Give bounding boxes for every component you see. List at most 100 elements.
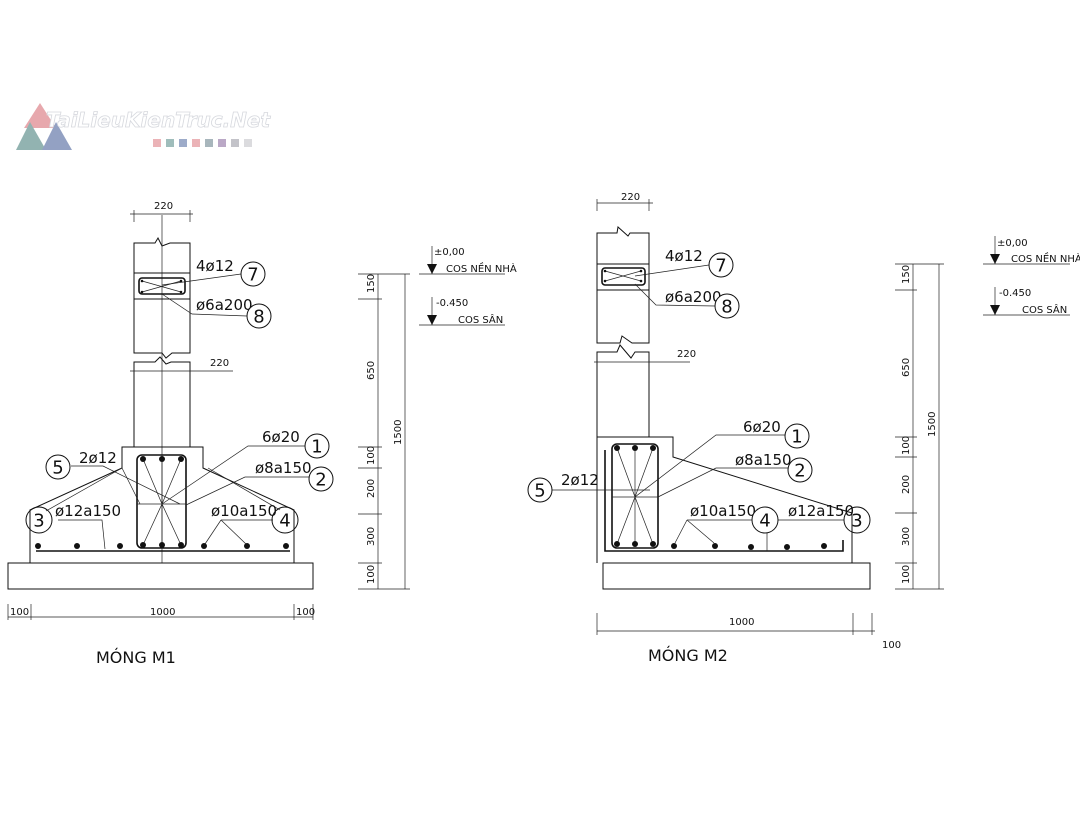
marker-5: 5	[45, 454, 71, 480]
svg-text:COS NỀN NHÀ: COS NỀN NHÀ	[1011, 251, 1080, 265]
svg-text:100: 100	[296, 607, 315, 618]
label-bottom-bars-x: ø12a150	[55, 502, 121, 520]
svg-text:7: 7	[247, 265, 258, 286]
svg-text:2: 2	[794, 461, 805, 482]
lean-concrete-base	[602, 562, 871, 590]
svg-text:±0,00: ±0,00	[997, 238, 1028, 249]
marker-7: 7	[240, 261, 266, 287]
label-main-bars: 6ø20	[743, 418, 781, 436]
svg-text:5: 5	[52, 458, 63, 479]
brick-column	[596, 226, 650, 438]
marker-2: 2	[308, 466, 334, 492]
marker-1: 1	[304, 433, 330, 459]
svg-text:150: 150	[901, 265, 912, 284]
foundation-m2: 220 220	[527, 192, 1080, 665]
column-width-dim-top: 220	[596, 192, 653, 211]
svg-text:650: 650	[901, 358, 912, 377]
svg-text:220: 220	[154, 201, 173, 212]
leader-lines	[45, 273, 309, 550]
marker-4: 4	[751, 506, 779, 534]
svg-text:3: 3	[851, 511, 862, 532]
marker-8: 8	[714, 293, 740, 319]
label-beam-main-bars: 4ø12	[196, 257, 234, 275]
label-stirrups: ø8a150	[255, 459, 312, 477]
label-waist-bars: 2ø12	[79, 449, 117, 467]
marker-4: 4	[271, 506, 299, 534]
foundation-m1: 220 220	[7, 201, 517, 667]
svg-text:100: 100	[366, 565, 377, 584]
label-bottom-bars-y: ø10a150	[690, 502, 756, 520]
svg-text:100: 100	[882, 640, 901, 651]
level-markers: ±0,00 COS NỀN NHÀ -0.450 COS SÂN	[983, 236, 1080, 316]
svg-text:5: 5	[534, 481, 545, 502]
label-main-bars: 6ø20	[262, 428, 300, 446]
svg-text:7: 7	[715, 256, 726, 277]
svg-text:220: 220	[621, 192, 640, 203]
footing-outline	[596, 436, 853, 563]
watermark-text: TaiLieuKienTruc.Net	[46, 108, 271, 132]
svg-text:COS SÂN: COS SÂN	[1022, 303, 1067, 316]
marker-7: 7	[708, 252, 734, 278]
logo-swatches	[153, 139, 252, 147]
svg-text:8: 8	[253, 307, 264, 328]
vertical-dimensions: 150 650 100 200 300 100 1500	[895, 263, 944, 590]
marker-2: 2	[787, 457, 813, 483]
level-markers: ±0,00 COS NỀN NHÀ -0.450 COS SÂN	[419, 246, 517, 326]
column-width-dim-mid: 220	[677, 349, 696, 360]
svg-text:4: 4	[759, 511, 770, 532]
svg-text:300: 300	[901, 527, 912, 546]
label-beam-stirrups: ø6a200	[665, 288, 722, 306]
column-width-dim-top: 220	[130, 201, 193, 222]
svg-text:1500: 1500	[927, 412, 938, 437]
logo-triangle-green	[16, 122, 46, 150]
svg-text:-0.450: -0.450	[436, 298, 468, 309]
label-beam-main-bars: 4ø12	[665, 247, 703, 265]
svg-text:1: 1	[791, 427, 802, 448]
title-m2: MÓNG M2	[648, 646, 728, 665]
label-stirrups: ø8a150	[735, 451, 792, 469]
svg-text:300: 300	[366, 527, 377, 546]
label-waist-bars: 2ø12	[561, 471, 599, 489]
svg-text:1: 1	[311, 437, 322, 458]
marker-8: 8	[246, 303, 272, 329]
label-bottom-bars-x: ø12a150	[788, 502, 854, 520]
svg-text:1500: 1500	[393, 420, 404, 445]
svg-text:-0.450: -0.450	[999, 288, 1031, 299]
svg-text:100: 100	[366, 446, 377, 465]
svg-text:100: 100	[901, 436, 912, 455]
svg-text:3: 3	[33, 511, 44, 532]
title-m1: MÓNG M1	[96, 648, 176, 667]
svg-text:200: 200	[366, 479, 377, 498]
marker-1: 1	[784, 423, 810, 449]
svg-text:COS SÂN: COS SÂN	[458, 313, 503, 326]
bottom-dimension: 100 1000 100	[7, 604, 315, 620]
marker-5: 5	[527, 477, 553, 503]
logo-triangle-red	[24, 103, 56, 128]
svg-text:2: 2	[315, 470, 326, 491]
label-beam-stirrups: ø6a200	[196, 296, 253, 314]
svg-text:100: 100	[901, 565, 912, 584]
lean-concrete-base	[7, 562, 314, 590]
logo-triangle-blue	[42, 122, 72, 150]
svg-text:200: 200	[901, 475, 912, 494]
bottom-dimension: 1000 100	[596, 613, 901, 651]
svg-text:150: 150	[366, 274, 377, 293]
svg-text:4: 4	[279, 511, 290, 532]
ring-beam-section	[596, 263, 650, 291]
svg-text:1000: 1000	[729, 617, 754, 628]
leader-lines	[552, 264, 844, 551]
svg-text:1000: 1000	[150, 607, 175, 618]
footing-outline	[29, 446, 295, 563]
marker-3: 3	[843, 506, 871, 534]
column-width-dim-mid: 220	[210, 358, 229, 369]
svg-text:8: 8	[721, 297, 732, 318]
marker-3: 3	[25, 506, 53, 534]
svg-text:650: 650	[366, 361, 377, 380]
svg-text:COS NỀN NHÀ: COS NỀN NHÀ	[446, 261, 517, 275]
watermark-logo: TaiLieuKienTruc.Net	[16, 103, 272, 150]
vertical-dimensions: 150 650 100 200 300 100 1500	[358, 273, 410, 590]
label-bottom-bars-y: ø10a150	[211, 502, 277, 520]
svg-text:±0,00: ±0,00	[434, 247, 465, 258]
